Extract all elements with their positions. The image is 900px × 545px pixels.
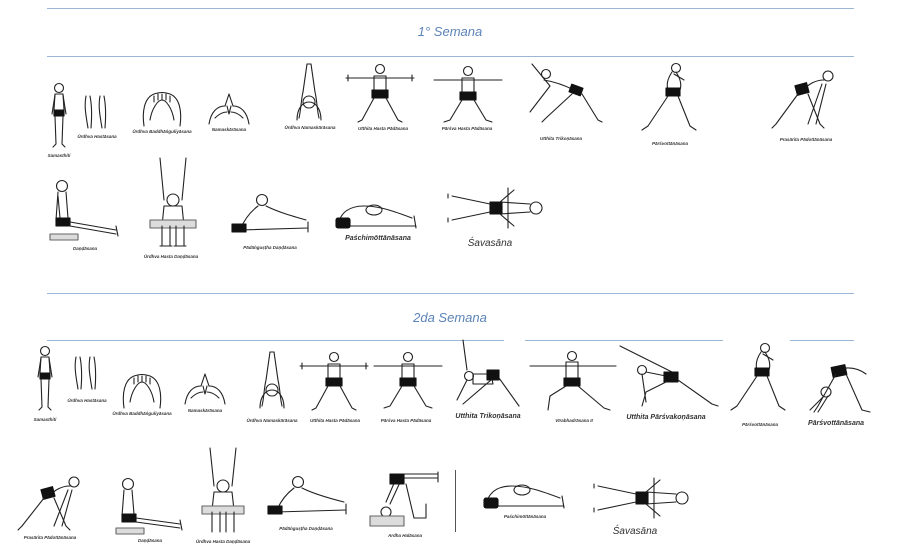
- pose-urdhva-hasta-dandasana: [198, 446, 248, 536]
- pose-samasthiti: [47, 82, 71, 152]
- pose-caption: Samasthiti: [47, 153, 71, 158]
- pose-parsvottanasana: [636, 60, 702, 134]
- pose-caption: Utthita Trikoṇāsana: [540, 136, 582, 141]
- pose-urdhva-baddhanguliyasana: [118, 372, 166, 410]
- pose-samasthiti: [33, 345, 57, 415]
- pose-caption: Ūrdhva Hasta Daṇḍāsana: [195, 539, 251, 544]
- pose-dandasana: [46, 178, 122, 242]
- pose-urdhva-baddhanguliyasana: [138, 90, 186, 128]
- pose-parsvottanasana: [725, 340, 791, 414]
- pose-namaskarasana: [205, 90, 253, 126]
- pose-utthita-trikonasana: [516, 62, 604, 124]
- pose-caption: Ardha Halāsana: [387, 533, 423, 538]
- pose-caption: Śavasāna: [612, 526, 658, 537]
- pose-caption: Pādāṅguṣṭha Daṇḍāsana: [243, 245, 297, 250]
- pose-caption: Ūrdhva Hastāsana: [67, 398, 107, 403]
- pose-caption: Namaskārāsana: [211, 127, 247, 132]
- pose-utthita-hasta-padasana: [344, 62, 416, 124]
- pose-caption: Utthita Hasta Pādāsana: [357, 126, 409, 131]
- pose-caption: Daṇḍāsana: [137, 538, 163, 543]
- pose-caption: Śavasāna: [467, 238, 513, 249]
- week2-row-rule-left: [47, 340, 504, 341]
- week2-row-rule-right: [790, 340, 854, 341]
- week1-top-rule: [47, 8, 854, 9]
- pose-savasana: [444, 186, 548, 230]
- pose-urdhva-hastasana: [82, 94, 110, 130]
- pose-urdhva-namaskarasana: [256, 350, 288, 410]
- week2-title: 2da Semana: [413, 310, 487, 325]
- pose-caption: Samasthiti: [33, 417, 57, 422]
- pose-caption: Utthita Hasta Pādāsana: [309, 418, 361, 423]
- pose-padangustha-dandasana: [264, 474, 350, 524]
- pose-padangustha-dandasana: [228, 192, 312, 242]
- pose-utthita-trikonasana: [447, 338, 523, 410]
- pose-parsvottanasana-forward: [796, 362, 886, 416]
- pose-caption: Paśchimōttānāsana: [345, 235, 411, 242]
- pose-utthita-hasta-padasana: [298, 350, 370, 412]
- pose-caption: Ūrdhva Namaskārāsana: [246, 418, 298, 423]
- pose-caption: Pārśva Hasta Pādāsana: [380, 418, 432, 423]
- pose-caption: Prasārita Pādottānāsana: [23, 535, 77, 540]
- pose-caption: Daṇḍāsana: [72, 246, 98, 251]
- pose-prasarita-padottanasana: [768, 66, 844, 132]
- pose-parsva-hasta-padasana: [372, 350, 444, 410]
- pose-savasana: [590, 476, 694, 520]
- week1-title: 1° Semana: [417, 24, 483, 39]
- pose-parsva-hasta-padasana: [432, 64, 504, 124]
- pose-caption: Ūrdhva Hasta Daṇḍāsana: [143, 254, 199, 259]
- pose-caption: Vīrabhadrāsana II: [555, 418, 593, 423]
- pose-caption: Utthita Pārśvakoṇāsana: [626, 414, 706, 421]
- pose-caption: Pārśvottānāsana: [741, 422, 779, 427]
- pose-utthita-parsvakonasana: [616, 342, 720, 410]
- pose-caption: Paśchimōttānāsana: [503, 514, 547, 519]
- pose-caption: Ūrdhva Baddhāṅguliyāsana: [112, 411, 172, 416]
- week2-row-rule-mid: [525, 340, 723, 341]
- pose-caption: Pārśvottānāsana: [807, 420, 865, 427]
- pose-caption: Pārśva Hasta Pādāsana: [441, 126, 493, 131]
- pose-caption: Utthita Trikoṇāsana: [455, 413, 521, 420]
- pose-ardha-halasana: [366, 468, 444, 530]
- pose-caption: Pādāṅguṣṭha Daṇḍāsana: [279, 526, 333, 531]
- week2-top-rule: [47, 293, 854, 294]
- divider-line: [455, 470, 456, 532]
- pose-dandasana: [112, 476, 186, 536]
- pose-caption: Ūrdhva Hastāsana: [77, 134, 117, 139]
- week1-bottom-rule: [47, 56, 854, 57]
- pose-namaskarasana: [181, 370, 229, 406]
- pose-urdhva-namaskarasana: [293, 62, 325, 122]
- pose-caption: Ūrdhva Baddhāṅguliyāsana: [132, 129, 192, 134]
- pose-urdhva-hasta-dandasana: [146, 156, 200, 252]
- pose-caption: Prasārita Pādottānāsana: [779, 137, 833, 142]
- pose-virabhadrasana-ii: [528, 350, 618, 412]
- pose-caption: Ūrdhva Namaskārāsana: [284, 125, 336, 130]
- pose-caption: Namaskārāsana: [187, 408, 223, 413]
- pose-prasarita-padottanasana: [14, 472, 90, 532]
- pose-caption: Pārśvottānāsana: [651, 141, 689, 146]
- pose-paschimottanasana: [482, 478, 568, 512]
- pose-paschimottanasana: [334, 198, 420, 232]
- pose-urdhva-hastasana: [72, 355, 100, 391]
